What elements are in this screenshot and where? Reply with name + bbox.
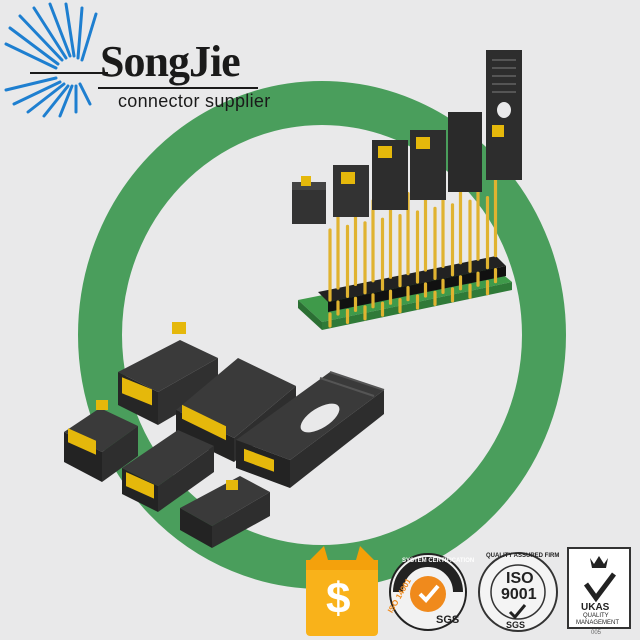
ukas-title: UKAS <box>581 602 610 613</box>
jumper-upper-2 <box>333 165 369 217</box>
jumper-upper-6 <box>486 50 522 180</box>
lower-jumpers <box>64 322 385 548</box>
upper-jumpers <box>292 50 522 224</box>
brand-underline <box>98 87 258 89</box>
brand-name: SongJie <box>100 37 241 86</box>
ukas-crown-check-icon <box>567 547 631 629</box>
iso9001-standard-line1: ISO <box>506 570 534 587</box>
iso9001-standard-line2: 9001 <box>501 586 537 603</box>
certification-badges: $ SYSTEM CERTIFICATION ISO 14001 SGS QUA… <box>300 540 640 640</box>
ukas-badge: UKAS QUALITY MANAGEMENT 005 <box>566 546 632 640</box>
ukas-subtitle-line1: QUALITY <box>583 613 609 619</box>
ukas-number: 005 <box>591 630 602 636</box>
iso14001-ring-text: SYSTEM CERTIFICATION <box>402 558 475 564</box>
brand-logo: SongJie connector supplier <box>0 0 280 130</box>
jumper-upper-3 <box>372 140 408 210</box>
dollar-tag-icon <box>306 546 378 636</box>
jumper-upper-5 <box>448 112 482 192</box>
jumper-upper-4 <box>410 130 446 200</box>
payment-badge: $ <box>304 546 380 638</box>
iso9001-body: SGS <box>506 620 526 630</box>
dollar-symbol: $ <box>326 574 351 623</box>
jumper-lower-5 <box>122 430 214 512</box>
jumper-upper-1 <box>292 176 326 224</box>
iso14001-badge: SYSTEM CERTIFICATION ISO 14001 SGS <box>386 548 474 636</box>
iso9001-seal-icon <box>478 552 558 632</box>
iso9001-ring-text: QUALITY ASSURED FIRM <box>486 553 560 559</box>
iso9001-badge: QUALITY ASSURED FIRM ISO 9001 SGS <box>476 548 560 636</box>
pin-header-board <box>298 174 512 330</box>
iso14001-seal-icon <box>389 553 467 631</box>
brand-tagline: connector supplier <box>118 91 271 111</box>
jumper-lower-1 <box>118 322 218 425</box>
jumper-lower-6 <box>180 476 270 548</box>
blue-rays-icon <box>4 2 108 118</box>
ukas-subtitle-line2: MANAGEMENT <box>576 620 620 626</box>
jumper-lower-4 <box>64 400 138 482</box>
iso14001-body: SGS <box>436 614 460 626</box>
jumper-lower-3 <box>236 371 385 488</box>
